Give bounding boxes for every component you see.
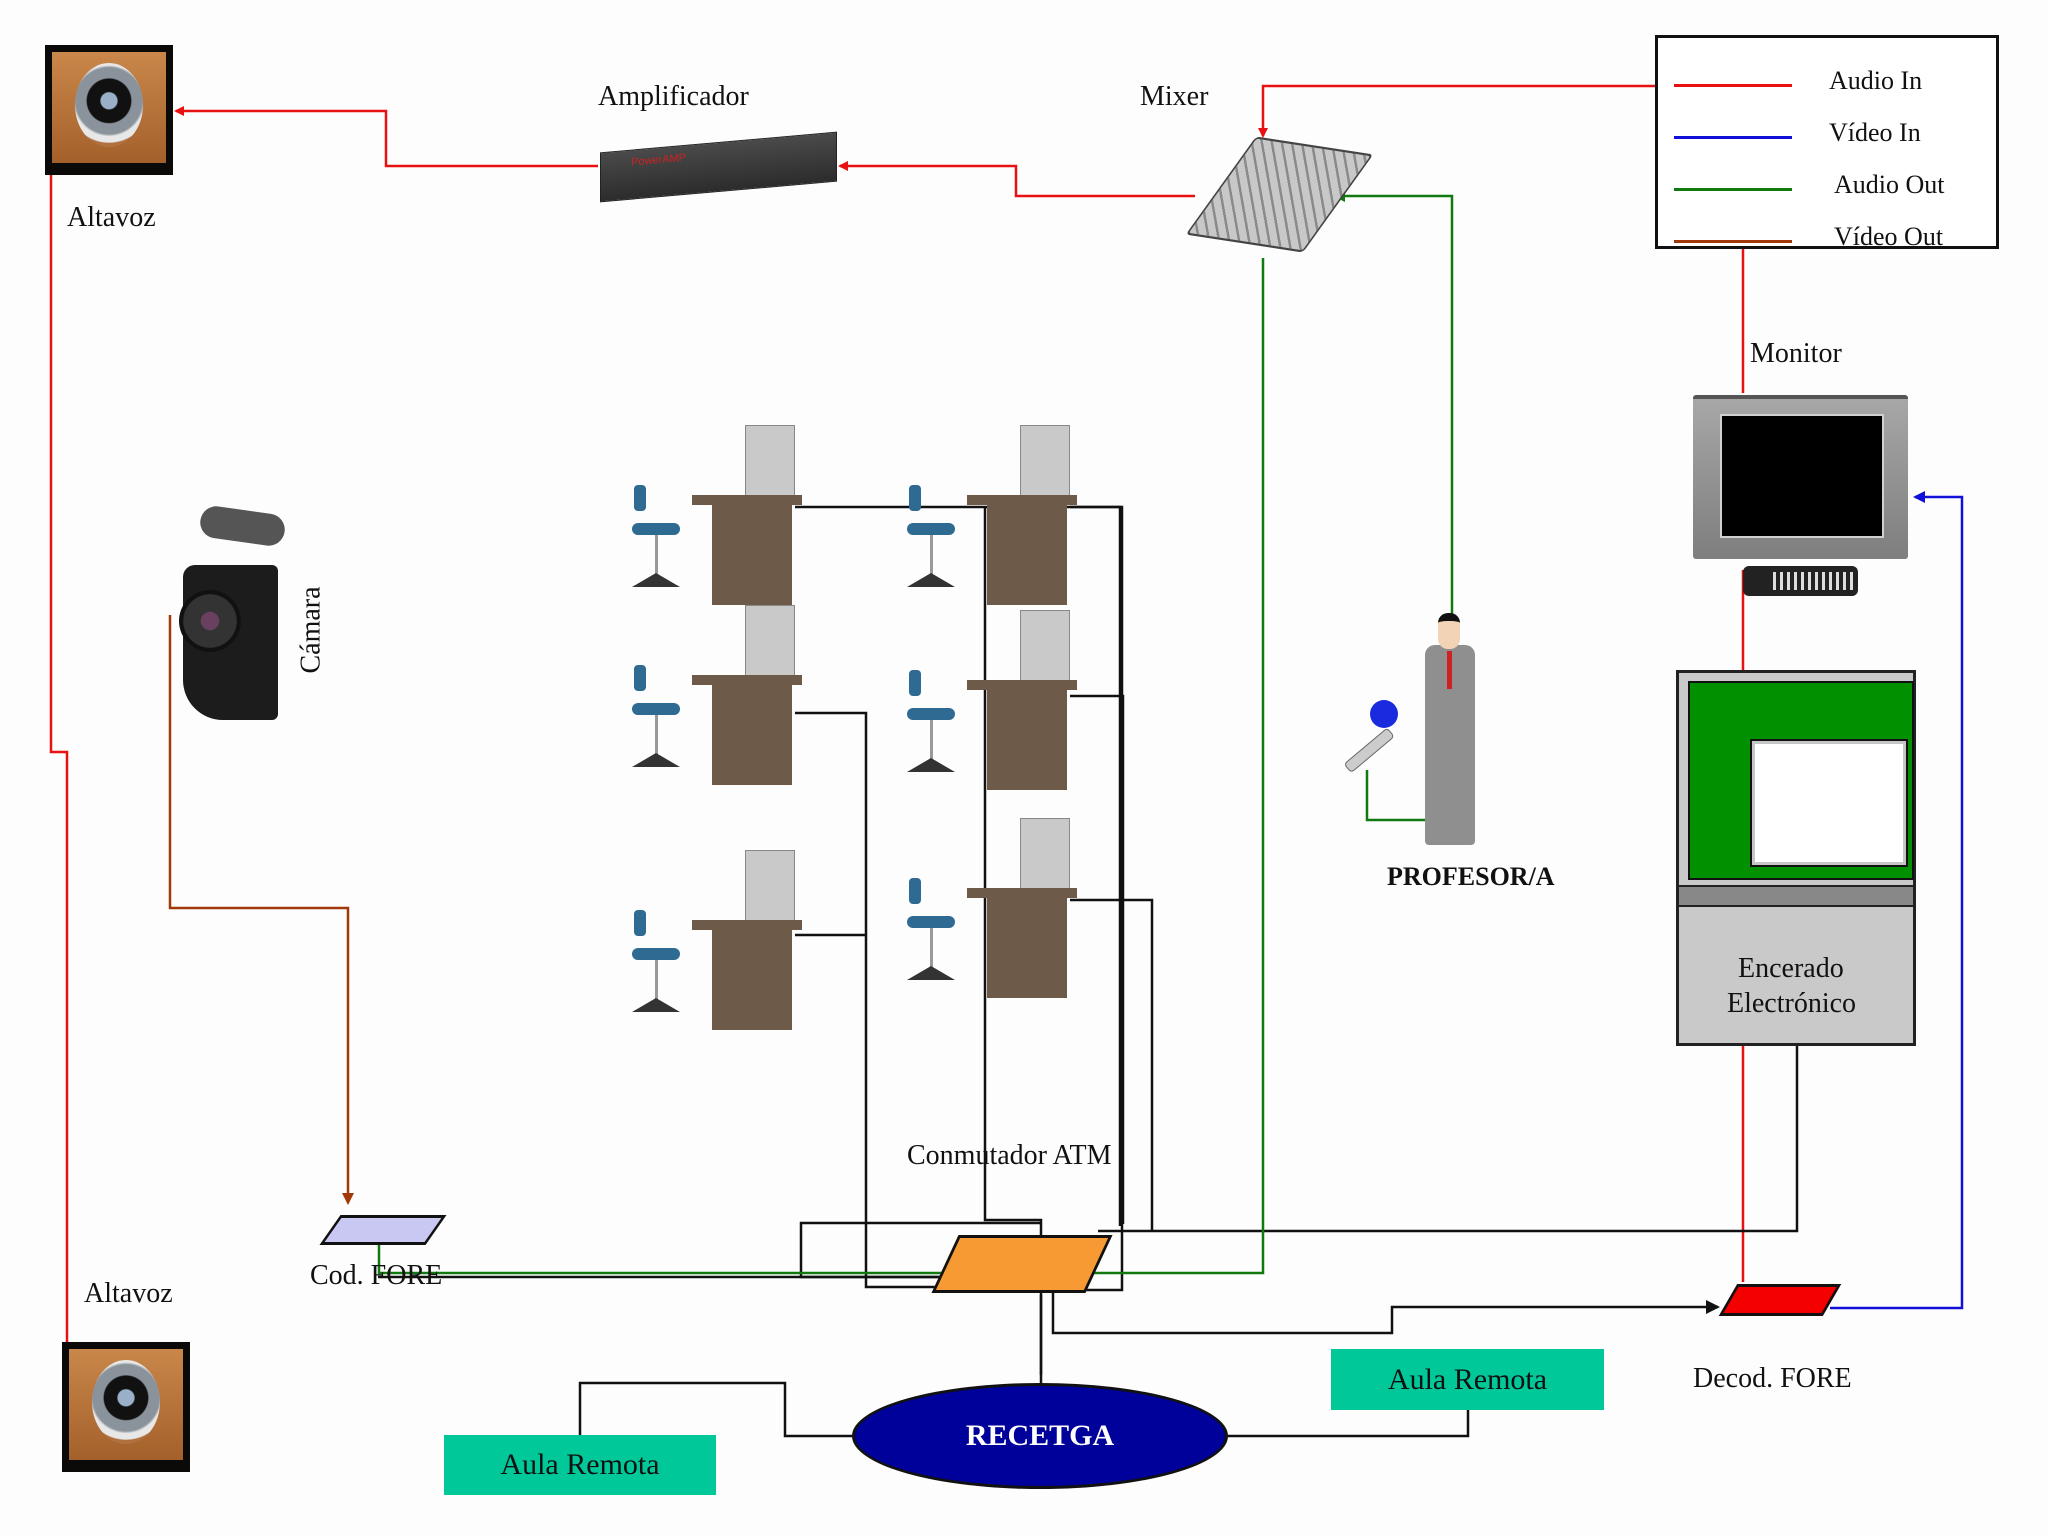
microphone-icon [1330,700,1410,774]
wire-mixer-to-amp [838,161,1195,198]
legend-label: Vídeo In [1829,118,1921,147]
speaker-bottom-label: Altavoz [84,1278,173,1309]
whiteboard-label-line1: Encerado [1738,953,1844,984]
remote-room-left: Aula Remota [444,1435,716,1495]
wire-switch-to-encerado [1098,1045,1799,1233]
recetga-network-node: RECETGA [852,1383,1228,1489]
chair-icon [905,485,955,595]
monitor-icon [1020,610,1070,682]
switch-label: Conmutador ATM [907,1140,1112,1171]
legend-swatch [1674,136,1792,139]
remote-room-right-label: Aula Remota [1387,1362,1548,1396]
monitor-icon [745,605,795,677]
legend-label: Audio In [1829,66,1923,95]
legend: Audio In Vídeo In Audio Out Vídeo Out [1655,35,1999,252]
legend-label: Audio Out [1834,170,1945,199]
chair-icon [630,485,680,595]
decoder-device-icon [1718,1284,1842,1316]
wire-ws-r1c1 [795,505,1122,1226]
chair-icon [630,665,680,775]
chair-icon [630,910,680,1020]
wire-ws-r1c2 [1070,505,1124,1292]
wire-switch-to-decoder [1051,1290,1720,1335]
legend-item-audio-out: Audio Out [1674,160,1984,200]
encoder-device-icon [319,1215,447,1245]
legend-label: Vídeo Out [1834,222,1944,251]
legend-swatch [1674,84,1792,87]
wire-ws-r2c1 [795,711,970,1289]
wire-mixer-to-encoder [373,258,1265,1275]
wire-recetga-to-aula-right [1228,1410,1470,1438]
monitor-icon [745,850,795,922]
speaker-bottom-icon [62,1342,190,1472]
remote-room-right: Aula Remota [1331,1349,1604,1410]
audio-in-wires [49,84,1745,1397]
wire-camera-to-encoder [168,615,354,1205]
legend-swatch [1674,240,1792,243]
wire-speaker-to-speaker [49,145,72,1397]
monitor-label: Monitor [1750,338,1842,369]
whiteboard-label-line2: Electrónico [1727,988,1857,1019]
remote-room-left-label: Aula Remota [500,1448,660,1481]
wire-decoder-to-monitor-video [1830,491,1964,1310]
remote-control-icon [1743,566,1858,596]
speaker-top-label: Altavoz [67,202,156,233]
monitor-icon [1020,818,1070,890]
wire-amp-to-speaker [174,106,598,168]
monitor-icon [1020,425,1070,497]
wire-ws-r3c2 [1070,898,1154,1230]
legend-swatch [1674,188,1792,191]
legend-item-video-out: Vídeo Out [1674,212,1984,252]
professor-figure-icon [1420,613,1480,853]
mixer-label: Mixer [1140,81,1209,112]
atm-switch-icon [931,1235,1113,1293]
camera-label: Cámara [295,586,327,674]
electronic-whiteboard-icon [1676,670,1916,1046]
encoder-label: Cod. FORE [310,1260,443,1291]
wire-ws-r2c2 [1070,694,1125,1224]
camera-icon [175,504,287,720]
speaker-top-icon [45,45,173,175]
legend-item-video-in: Vídeo In [1674,108,1984,148]
recetga-label: RECETGA [965,1419,1115,1452]
decoder-label: Decod. FORE [1693,1363,1852,1394]
professor-label: PROFESOR/A [1387,862,1555,891]
chair-icon [905,670,955,780]
monitor-icon [745,425,795,497]
chair-icon [905,878,955,988]
amplifier-brand: PowerAMP [631,151,687,169]
monitor-tv-icon [1693,395,1908,559]
network-wires [378,505,1799,1438]
legend-item-audio-in: Audio In [1674,56,1984,96]
wire-recetga-to-aula-left [578,1381,852,1438]
amplifier-label: Amplificador [598,81,749,112]
